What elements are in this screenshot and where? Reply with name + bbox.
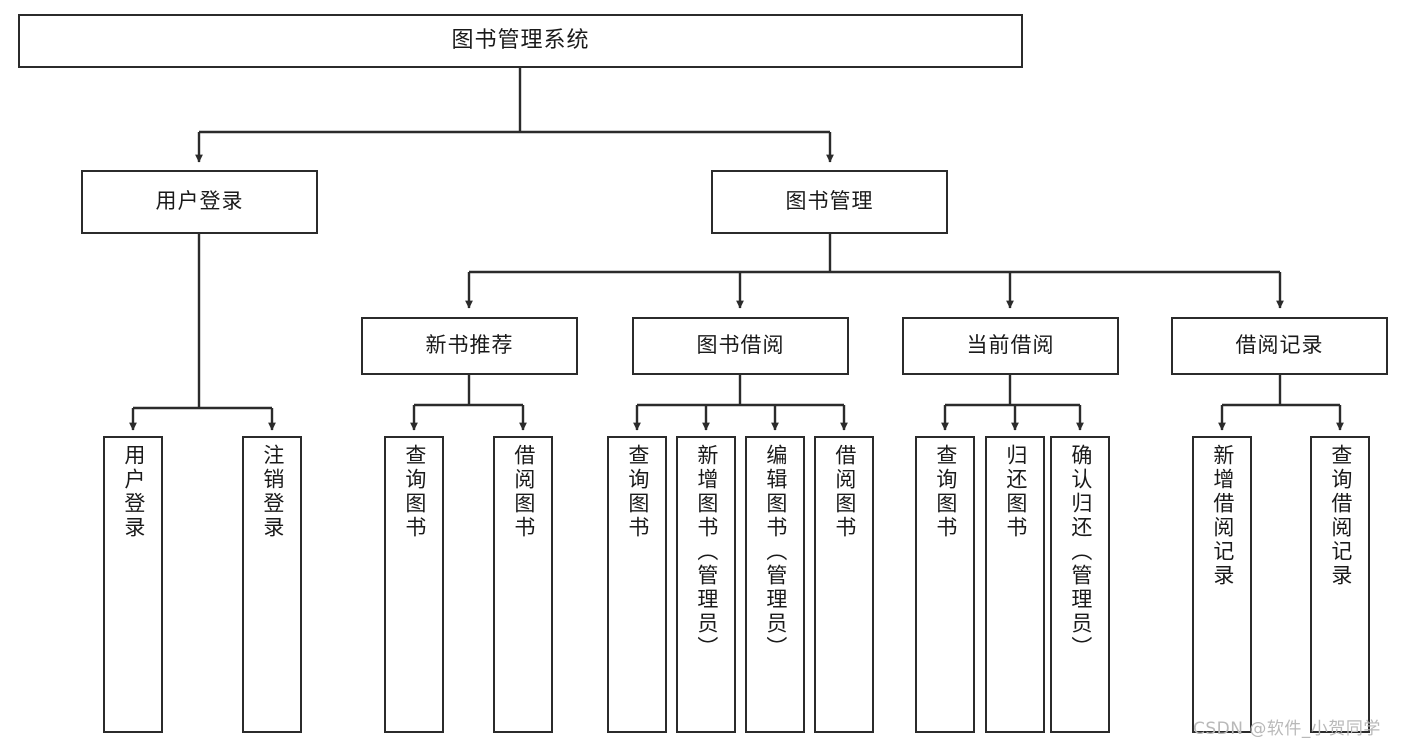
node-book-borrow[interactable]: 图书借阅 [632, 317, 849, 375]
node-label: 查询图书 [625, 444, 650, 540]
node-current-borrow[interactable]: 当前借阅 [902, 317, 1119, 375]
node-label: 注销登录 [260, 444, 285, 540]
leaf-query-book-3[interactable]: 查询图书 [915, 436, 975, 733]
node-user-login[interactable]: 用户登录 [81, 170, 318, 234]
leaf-user-logout[interactable]: 注销登录 [242, 436, 302, 733]
node-root-book-management-system[interactable]: 图书管理系统 [18, 14, 1023, 68]
node-label: 用户登录 [155, 189, 244, 214]
node-label: 借阅记录 [1235, 333, 1324, 358]
node-label: 借阅图书 [511, 444, 536, 540]
node-label: 图书借阅 [696, 333, 785, 358]
node-label: 用户登录 [121, 444, 146, 540]
csdn-watermark: CSDN @软件_小贺同学 [1193, 719, 1381, 739]
node-label: 查询图书 [402, 444, 427, 540]
leaf-edit-book[interactable]: 编辑图书（管理员） [745, 436, 805, 733]
node-book-management[interactable]: 图书管理 [711, 170, 948, 234]
node-label: 借阅图书 [832, 444, 857, 540]
leaf-return-book[interactable]: 归还图书 [985, 436, 1045, 733]
leaf-borrow-book-1[interactable]: 借阅图书 [493, 436, 553, 733]
node-label: 确认归还（管理员） [1068, 444, 1093, 660]
leaf-query-book-2[interactable]: 查询图书 [607, 436, 667, 733]
leaf-query-book-1[interactable]: 查询图书 [384, 436, 444, 733]
node-label: 查询借阅记录 [1328, 444, 1353, 588]
leaf-add-record[interactable]: 新增借阅记录 [1192, 436, 1252, 733]
node-label: 编辑图书（管理员） [763, 444, 788, 660]
leaf-borrow-book-2[interactable]: 借阅图书 [814, 436, 874, 733]
node-new-book-recommend[interactable]: 新书推荐 [361, 317, 578, 375]
node-label: 图书管理 [785, 189, 874, 214]
node-label: 归还图书 [1003, 444, 1028, 540]
leaf-add-book[interactable]: 新增图书（管理员） [676, 436, 736, 733]
node-label: 图书管理系统 [451, 27, 590, 53]
node-label: 新增图书（管理员） [694, 444, 719, 660]
node-label: 新增借阅记录 [1210, 444, 1235, 588]
leaf-query-record[interactable]: 查询借阅记录 [1310, 436, 1370, 733]
node-borrow-record[interactable]: 借阅记录 [1171, 317, 1388, 375]
node-label: 当前借阅 [966, 333, 1055, 358]
node-label: 新书推荐 [425, 333, 514, 358]
leaf-user-login[interactable]: 用户登录 [103, 436, 163, 733]
node-label: 查询图书 [933, 444, 958, 540]
leaf-confirm-return[interactable]: 确认归还（管理员） [1050, 436, 1110, 733]
